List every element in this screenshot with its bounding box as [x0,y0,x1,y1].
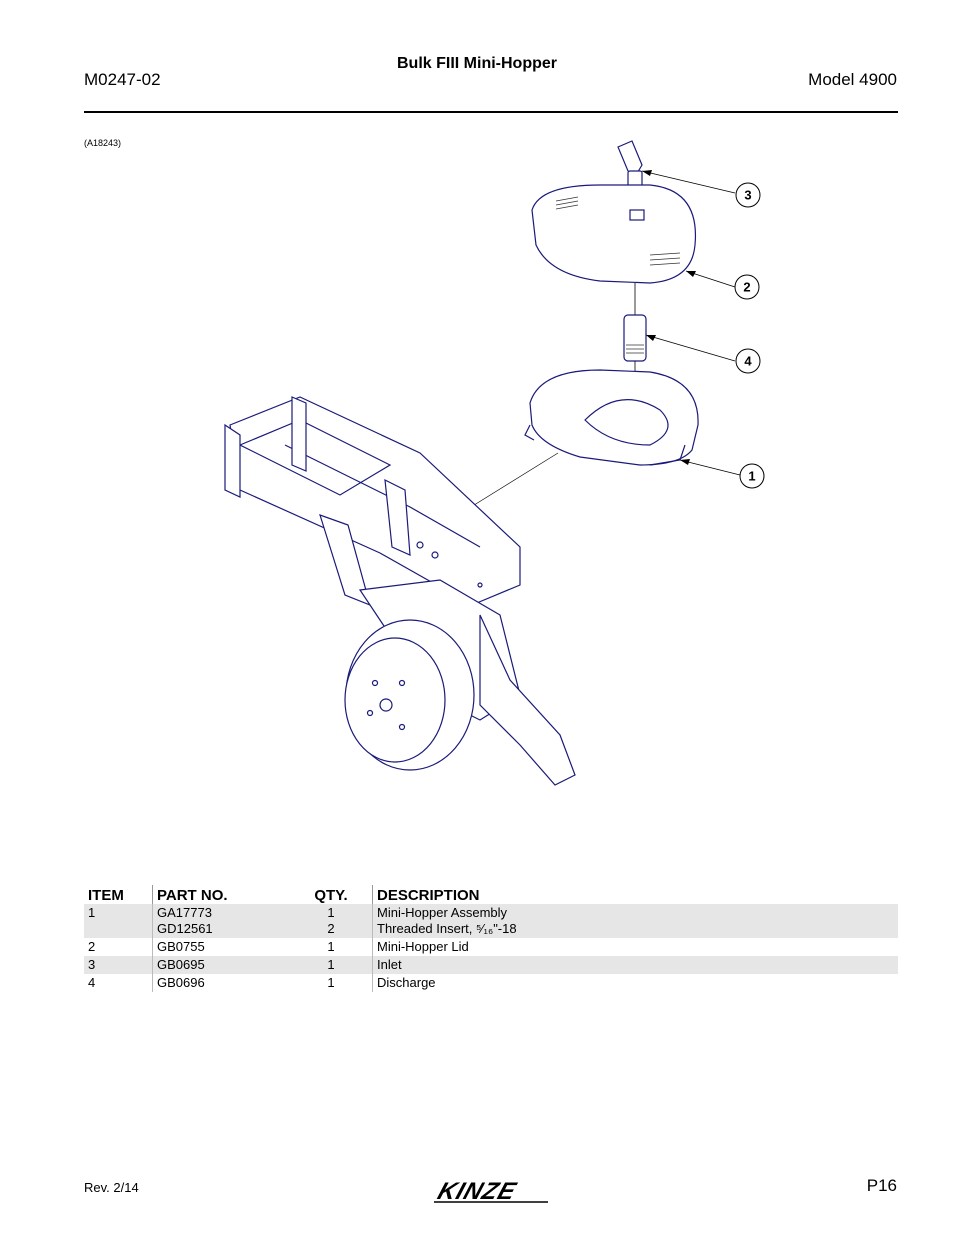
item-cell: 3 [84,956,153,974]
svg-text:KINZE: KINZE [434,1179,520,1205]
header-description: DESCRIPTION [372,885,898,904]
header-rule [84,111,898,113]
mini-hopper-assembly [524,369,699,466]
qty-cell: 1 [290,956,373,974]
callout-2: 2 [734,274,760,300]
part-no-cell: GB0755 [152,938,290,956]
qty-line: 1 [327,905,335,920]
callout-4: 4 [735,348,761,374]
description-cell: Discharge [372,974,898,992]
page-title: Bulk FIII Mini-Hopper [397,55,557,72]
table-row: 2 GB0755 1 Mini-Hopper Lid [84,938,898,956]
qty-cell: 1 2 [290,904,373,938]
svg-text:4: 4 [744,354,752,369]
description-cell: Inlet [372,956,898,974]
description-cell: Mini-Hopper Lid [372,938,898,956]
header-part-no: PART NO. [152,885,290,904]
page-number: P16 [866,1176,897,1195]
item-cell: 2 [88,939,96,954]
exploded-parts-diagram: 3 2 4 1 [224,140,765,786]
figure-reference: (A18243) [84,138,122,148]
part-no-cell: GB0696 [152,974,290,992]
svg-text:1: 1 [748,469,755,484]
model-label: Model 4900 [808,70,897,89]
table-row: 4 GB0696 1 Discharge [84,974,898,992]
table-row: 1 GA17773 GD12561 1 2 Mini-Hopper Assemb… [84,904,898,938]
table-row: 3 GB0695 1 Inlet [84,956,898,974]
callout-3: 3 [735,182,761,208]
qty-line: 2 [327,921,335,936]
description-cell: Mini-Hopper Assembly Threaded Insert, ⁵⁄… [372,904,898,938]
part-no-cell: GB0695 [152,956,290,974]
svg-text:3: 3 [744,188,751,203]
table-header-row: ITEM PART NO. QTY. DESCRIPTION [84,885,898,904]
svg-text:2: 2 [743,280,750,295]
callout-1: 1 [739,463,765,489]
revision-label: Rev. 2/14 [84,1180,139,1195]
qty-cell: 1 [327,939,335,954]
part-no-line: GD12561 [157,921,213,936]
mini-hopper-lid [531,184,697,315]
qty-cell: 1 [327,975,335,990]
part-no-line: GA17773 [157,905,212,920]
description-line: Threaded Insert, ⁵⁄₁₆"-18 [377,921,517,936]
item-cell: 4 [88,975,96,990]
kinze-logo: KINZE [434,1179,548,1205]
header-qty: QTY. [314,886,348,904]
item-cell: 1 [84,904,153,938]
description-line: Mini-Hopper Assembly [377,905,508,920]
header-item: ITEM [88,886,124,904]
document-number: M0247-02 [84,70,161,89]
parts-table: ITEM PART NO. QTY. DESCRIPTION 1 GA17773… [84,885,898,992]
gauge-wheel [344,619,475,771]
part-no-cell: GA17773 GD12561 [152,904,290,938]
